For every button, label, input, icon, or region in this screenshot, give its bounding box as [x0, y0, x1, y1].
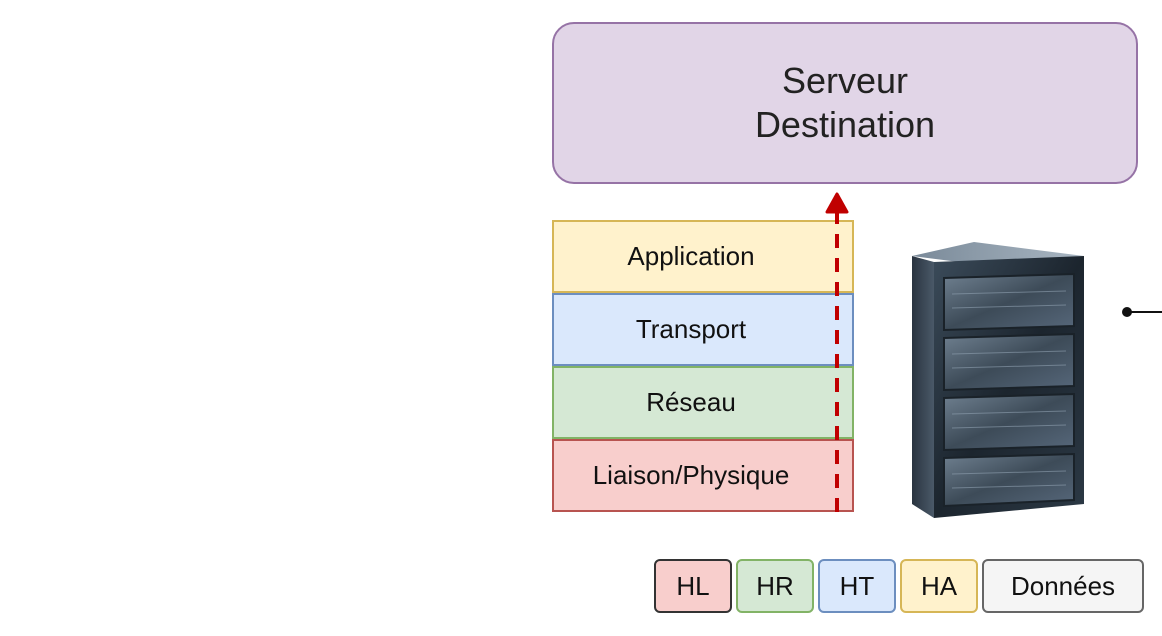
- layer-link-physical: Liaison/Physique: [552, 439, 854, 512]
- header-hl: HL: [654, 559, 732, 613]
- packet-headers: HL HR HT HA Données: [654, 559, 1144, 613]
- layer-label: Application: [627, 241, 755, 271]
- server-title-line2: Destination: [754, 104, 936, 145]
- header-ha: HA: [900, 559, 978, 613]
- header-hr: HR: [736, 559, 814, 613]
- connector-dot-icon: [1122, 307, 1132, 317]
- destination-server-box: Serveur Destination: [552, 22, 1138, 184]
- data-payload: Données: [982, 559, 1144, 613]
- layer-network: Réseau: [552, 366, 854, 439]
- layer-application: Application: [552, 220, 854, 293]
- header-ht: HT: [818, 559, 896, 613]
- server-rack-icon: [912, 242, 1084, 518]
- layer-label: Réseau: [646, 387, 736, 417]
- layer-transport: Transport: [552, 293, 854, 366]
- layer-label: Liaison/Physique: [592, 460, 790, 490]
- flow-arrow-head-icon: [825, 192, 849, 214]
- layer-label: Transport: [635, 314, 747, 344]
- server-title-line1: Serveur: [781, 60, 909, 101]
